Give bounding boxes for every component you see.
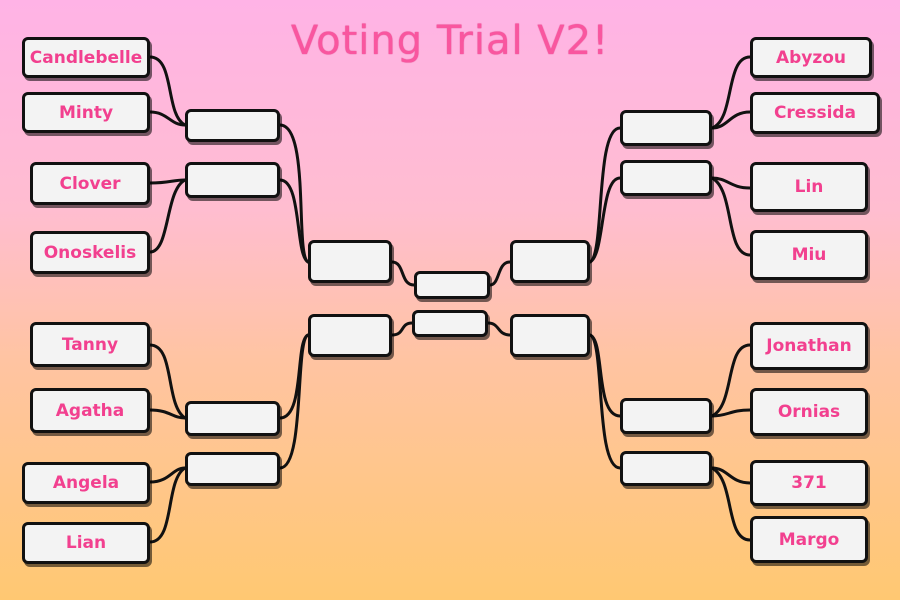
contestant-slot-left-6[interactable]: Agatha <box>30 388 150 433</box>
contestant-name: 371 <box>791 473 827 493</box>
contestant-slot-left-2[interactable]: Minty <box>22 92 150 133</box>
contestant-name: Tanny <box>61 334 119 355</box>
round2-slot-left-4[interactable] <box>185 452 280 486</box>
contestant-name: Lin <box>794 177 824 197</box>
contestant-name: Ornias <box>777 402 841 422</box>
contestant-slot-right-4[interactable]: Miu <box>750 230 868 280</box>
contestant-name: Jonathan <box>766 336 852 356</box>
contestant-slot-left-5[interactable]: Tanny <box>30 322 150 367</box>
contestant-slot-left-3[interactable]: Clover <box>30 162 150 205</box>
round2-slot-left-3[interactable] <box>185 401 280 436</box>
semifinal-slot-right-2[interactable] <box>510 314 590 357</box>
contestant-name: Candlebelle <box>29 47 143 68</box>
round2-slot-left-2[interactable] <box>185 162 280 198</box>
contestant-slot-left-7[interactable]: Angela <box>22 462 150 504</box>
contestant-name: Onoskelis <box>43 242 137 263</box>
semifinal-slot-left-1[interactable] <box>308 240 392 283</box>
semifinal-slot-left-2[interactable] <box>308 314 392 357</box>
round2-slot-right-3[interactable] <box>620 398 712 434</box>
contestant-slot-left-8[interactable]: Lian <box>22 522 150 564</box>
contestant-name: Abyzou <box>775 47 847 68</box>
round2-slot-right-1[interactable] <box>620 110 712 146</box>
contestant-name: Cressida <box>773 103 857 123</box>
contestant-slot-right-8[interactable]: Margo <box>750 516 868 563</box>
contestant-slot-left-4[interactable]: Onoskelis <box>30 231 150 274</box>
round2-slot-left-1[interactable] <box>185 109 280 142</box>
contestant-name: Agatha <box>55 400 125 421</box>
contestant-name: Margo <box>778 529 840 550</box>
contestant-slot-right-3[interactable]: Lin <box>750 162 868 212</box>
bracket-title: Voting Trial V2! <box>290 18 610 64</box>
contestant-slot-right-1[interactable]: Abyzou <box>750 37 872 78</box>
contestant-slot-right-5[interactable]: Jonathan <box>750 322 868 370</box>
final-slot-2[interactable] <box>412 310 488 337</box>
round2-slot-right-2[interactable] <box>620 160 712 196</box>
final-slot-1[interactable] <box>414 271 490 299</box>
contestant-slot-right-6[interactable]: Ornias <box>750 388 868 436</box>
contestant-slot-right-7[interactable]: 371 <box>750 460 868 506</box>
contestant-name: Clover <box>59 173 121 194</box>
contestant-name: Lian <box>65 533 107 553</box>
contestant-name: Angela <box>52 473 120 493</box>
round2-slot-right-4[interactable] <box>620 451 712 486</box>
contestant-name: Miu <box>791 245 827 265</box>
contestant-slot-left-1[interactable]: Candlebelle <box>22 37 150 78</box>
contestant-slot-right-2[interactable]: Cressida <box>750 92 880 134</box>
contestant-name: Minty <box>58 102 114 123</box>
semifinal-slot-right-1[interactable] <box>510 240 590 283</box>
